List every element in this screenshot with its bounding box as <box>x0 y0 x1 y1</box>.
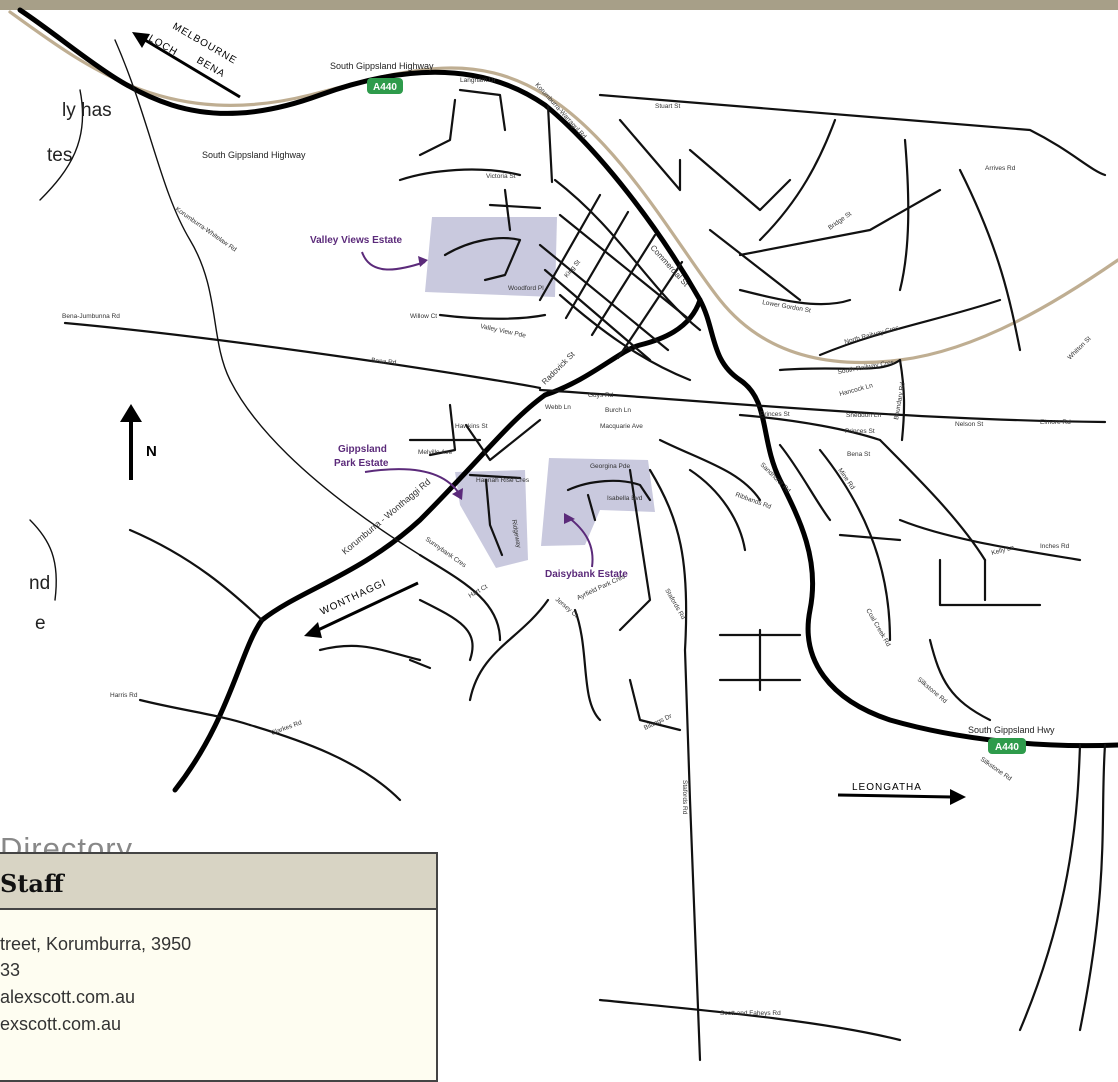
svg-text:Inches Rd: Inches Rd <box>1040 543 1070 550</box>
svg-text:A440: A440 <box>995 742 1019 753</box>
svg-text:Langham Dr: Langham Dr <box>460 77 497 84</box>
text-fragment-3: nd <box>29 573 51 594</box>
svg-text:Gippsland: Gippsland <box>338 444 387 455</box>
staff-phone: 33 <box>0 960 21 980</box>
creek-lines <box>29 39 421 601</box>
svg-text:Jersey Ct: Jersey Ct <box>554 596 580 619</box>
svg-text:Hancock Ln: Hancock Ln <box>839 382 874 398</box>
svg-text:Stafords Rd: Stafords Rd <box>681 780 688 815</box>
staff-card: Staff treet, Korumburra, 3950 33 alexsco… <box>0 852 438 1082</box>
top-bar <box>0 0 1118 10</box>
svg-text:Macquarie Ave: Macquarie Ave <box>600 423 643 430</box>
daisybank-estate-label: Daisybank Estate <box>545 513 628 580</box>
svg-text:Radovick St: Radovick St <box>540 349 577 386</box>
text-fragment-4: e <box>35 613 46 634</box>
valley-views-estate-label: Valley Views Estate <box>310 235 428 271</box>
south-gippsland-highway[interactable] <box>17 7 1118 749</box>
svg-text:LOCH: LOCH <box>147 33 180 58</box>
svg-text:Ridgeway: Ridgeway <box>510 519 522 549</box>
svg-text:Ribbands Rd: Ribbands Rd <box>734 491 772 511</box>
svg-text:Bena St: Bena St <box>847 451 870 458</box>
svg-text:Princes St: Princes St <box>760 411 790 418</box>
svg-text:Hawkins St: Hawkins St <box>455 423 488 430</box>
staff-email-link[interactable]: alexscott.com.au <box>0 987 136 1007</box>
svg-text:Hannah Rise Cres: Hannah Rise Cres <box>476 477 530 484</box>
svg-text:Sheddon Ln: Sheddon Ln <box>846 412 881 419</box>
svg-text:Victoria St: Victoria St <box>486 173 516 180</box>
svg-text:Whitton St: Whitton St <box>1066 335 1092 361</box>
highway-label-top: South Gippsland Highway <box>330 61 434 71</box>
svg-text:Bena-Jumbunna Rd: Bena-Jumbunna Rd <box>62 313 120 320</box>
melbourne-direction: MELBOURNE LOCH BENA <box>132 21 241 99</box>
north-arrow-icon: N <box>120 404 157 480</box>
svg-text:Stuart St: Stuart St <box>655 103 680 110</box>
svg-text:Nelson St: Nelson St <box>955 421 983 428</box>
svg-text:Valley View Pde: Valley View Pde <box>480 323 527 340</box>
svg-text:Woodford Pl: Woodford Pl <box>508 285 544 292</box>
commercial-street-link[interactable] <box>542 297 703 398</box>
svg-text:Bena Rd: Bena Rd <box>371 357 397 367</box>
svg-text:Silkstone Rd: Silkstone Rd <box>979 756 1013 783</box>
svg-text:Hart Ct: Hart Ct <box>468 583 489 599</box>
svg-text:Webb Ln: Webb Ln <box>545 404 571 411</box>
highway-label-left: South Gippsland Highway <box>202 150 306 160</box>
minor-roads <box>63 88 1107 1062</box>
highway-shield-bottom: A440 <box>988 738 1026 754</box>
estate-area-gippsland-park <box>455 470 528 568</box>
svg-text:Sunnybank Cres: Sunnybank Cres <box>424 536 468 570</box>
svg-text:Willow Ct: Willow Ct <box>410 313 437 320</box>
svg-text:Bridge St: Bridge St <box>827 210 853 231</box>
svg-text:A440: A440 <box>373 82 397 93</box>
svg-text:Korumburra-Whitelaw Rd: Korumburra-Whitelaw Rd <box>174 206 238 254</box>
svg-text:Korumburra-Warragul Rd: Korumburra-Warragul Rd <box>534 82 588 141</box>
svg-text:Arrives Rd: Arrives Rd <box>985 165 1016 172</box>
korumburra-wonthaggi-road[interactable] <box>172 392 548 793</box>
svg-text:Guys Rd: Guys Rd <box>588 392 614 399</box>
highway-label-right: South Gippsland Hwy <box>968 725 1055 735</box>
leongatha-direction: LEONGATHA <box>837 782 966 805</box>
svg-text:North Railway Cres: North Railway Cres <box>844 324 901 345</box>
staff-card-header: Staff <box>0 854 436 910</box>
highway-shield-top: A440 <box>367 78 403 94</box>
svg-text:N: N <box>146 443 157 460</box>
estate-area-valley-views <box>425 217 557 297</box>
svg-text:Burch Ln: Burch Ln <box>605 407 631 414</box>
staff-website-link[interactable]: exscott.com.au <box>0 1014 122 1034</box>
staff-card-title: Staff <box>0 869 64 898</box>
svg-text:Park Estate: Park Estate <box>334 458 389 469</box>
svg-text:Georgina Pde: Georgina Pde <box>590 463 630 470</box>
svg-text:Isabella Bvd: Isabella Bvd <box>607 495 643 502</box>
estate-area-daisybank <box>541 458 655 546</box>
svg-text:Stafords Rd: Stafords Rd <box>663 588 686 622</box>
svg-text:Coal Creek Rd: Coal Creek Rd <box>864 608 892 649</box>
svg-text:LEONGATHA: LEONGATHA <box>852 782 922 793</box>
railway-line <box>8 10 1118 365</box>
svg-text:Daisybank Estate: Daisybank Estate <box>545 569 628 580</box>
svg-text:Elmore Rd: Elmore Rd <box>1040 419 1071 426</box>
svg-text:Harris Rd: Harris Rd <box>110 692 138 699</box>
svg-text:Princes St: Princes St <box>845 428 875 435</box>
svg-text:Scott and Faheys Rd: Scott and Faheys Rd <box>720 1010 781 1017</box>
svg-text:Clarkes Rd: Clarkes Rd <box>270 719 303 737</box>
staff-address: treet, Korumburra, 3950 <box>0 934 192 954</box>
svg-text:Melville Ave: Melville Ave <box>418 449 453 456</box>
svg-text:Valley Views Estate: Valley Views Estate <box>310 235 403 246</box>
text-fragment-1: ly has <box>62 100 112 121</box>
text-fragment-2: tes <box>47 145 73 166</box>
gippsland-park-estate-label: Gippsland Park Estate <box>334 444 463 500</box>
